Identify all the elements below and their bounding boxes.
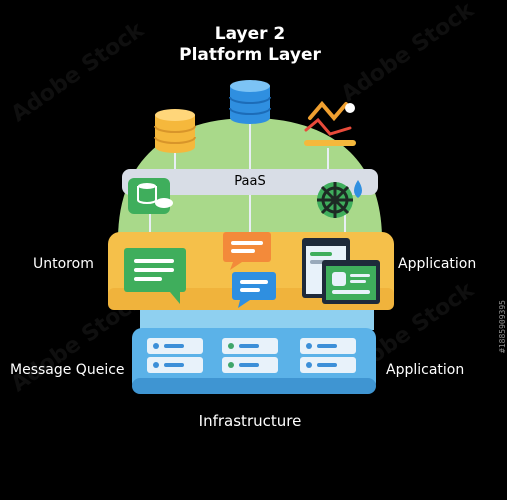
paas-label: PaaS [234, 174, 266, 189]
database-icon-blue [229, 80, 271, 124]
infrastructure-label: Infrastructure [198, 412, 302, 430]
paas-band [122, 169, 378, 195]
diagram-title: Layer 2 [214, 24, 286, 44]
right-middle-label: Application [398, 256, 477, 272]
left-bottom-label: Message Queice [10, 362, 125, 378]
server-icon [300, 338, 356, 373]
left-middle-label: Untorom [33, 256, 94, 272]
app-window-icon [302, 238, 380, 304]
helm-wheel-icon [317, 180, 362, 218]
paas-database-icon [128, 178, 173, 214]
database-icon-yellow [154, 109, 196, 153]
message-icon [223, 232, 271, 270]
analytics-icon [304, 100, 356, 146]
server-icon [147, 338, 203, 373]
chat-bubble-icon [124, 248, 186, 304]
right-bottom-label: Application [386, 362, 465, 378]
diagram-subtitle: Platform Layer [179, 45, 321, 65]
server-icon [222, 338, 278, 373]
infrastructure-band [140, 310, 374, 330]
message-icon [232, 272, 276, 308]
